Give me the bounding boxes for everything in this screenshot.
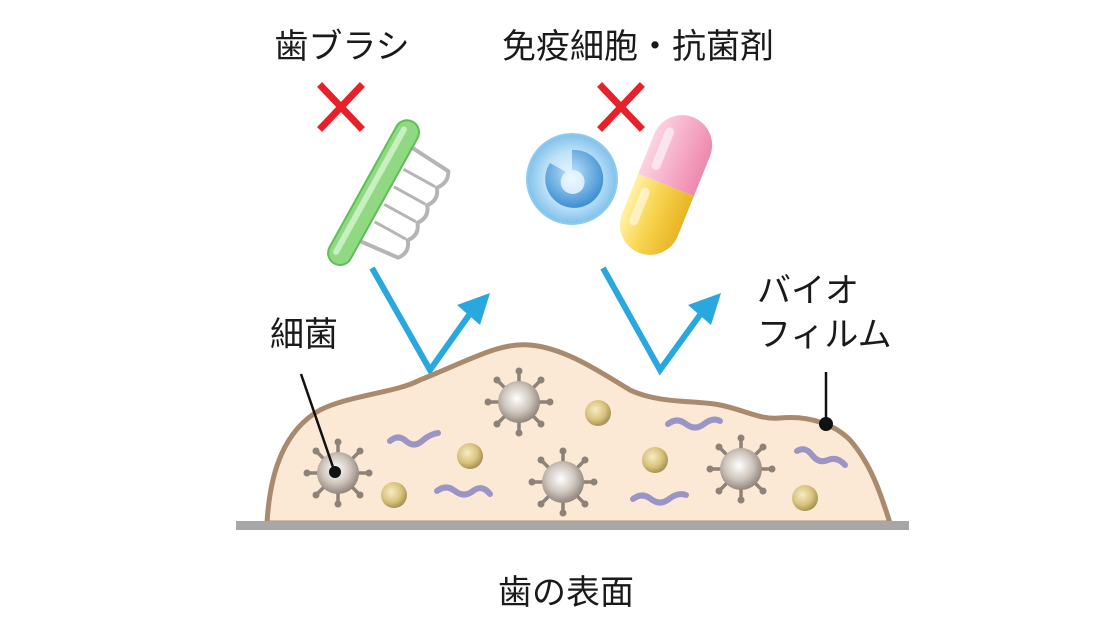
rod-bacterium [665,416,723,431]
bounce-arrow [369,266,490,376]
rod-bacterium [794,446,848,468]
tooth-surface-label: 歯の表面 [498,573,634,613]
immune-antibacterial-label: 免疫細胞・抗菌剤 [502,27,774,67]
capsule-icon [619,115,713,255]
coccus-bacterium [381,482,407,508]
rod-bacterium [434,484,493,498]
immune-cell-icon [526,133,618,225]
spiky-bacterium [706,434,776,504]
tooth-surface [236,521,909,530]
rod-bacterium [630,491,689,506]
cross-mark-icon [597,82,645,132]
bounce-arrow [600,266,721,376]
coccus-bacterium [792,485,818,511]
coccus-bacterium [585,400,611,426]
bacteria-pointer [299,373,336,471]
toothbrush-icon [327,119,451,266]
spiky-bacterium [484,367,554,437]
biofilm-label-line2: フィルム [757,315,892,355]
rod-bacterium [387,430,441,448]
cross-mark-icon [317,82,365,132]
spiky-bacterium [528,447,598,517]
toothbrush-label: 歯ブラシ [274,27,409,67]
biofilm-label-line1: バイオ [757,271,859,311]
coccus-bacterium [642,447,668,473]
biofilm-pointer-dot [819,417,833,431]
bacteria-label: 細菌 [270,315,338,355]
bacteria-pointer-dot [329,466,341,478]
coccus-bacterium [457,443,483,469]
